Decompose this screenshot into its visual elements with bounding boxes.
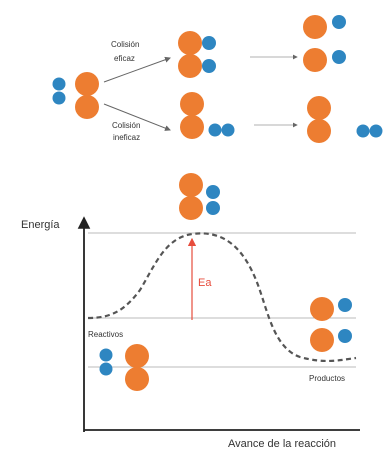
products-molecules [310,297,352,352]
blue-atom [356,124,370,138]
orange-atom [125,344,149,368]
blue-atom [332,50,346,64]
blue-atom [99,348,113,362]
blue-atom [99,362,113,376]
ineffective-collision-label-1: Colisión [112,121,140,130]
blue-atom [52,91,66,105]
blue-atom [332,15,346,29]
orange-atom [307,96,331,120]
blue-atom [206,201,220,215]
ineffective-collision-label-2: ineficaz [113,133,140,142]
blue-atom [208,123,222,137]
effective-collision-products [303,15,346,72]
orange-atom [179,173,203,197]
orange-atom [310,328,334,352]
blue-atom [221,123,235,137]
orange-atom [178,54,202,78]
orange-atom [310,297,334,321]
blue-atom [369,124,383,138]
orange-atom [180,92,204,116]
orange-atom [307,119,331,143]
effective-collision-complex [178,31,216,78]
blue-atom [202,59,216,73]
products-label: Productos [309,374,345,383]
blue-atom [52,77,66,91]
ineffective-collision-molecules [180,92,235,139]
orange-atom [125,367,149,391]
blue-atom [206,185,220,199]
activation-energy-label: Ea [198,277,212,289]
orange-atom [303,15,327,39]
blue-atom [338,298,352,312]
activated-complex [179,173,220,220]
orange-atom [178,31,202,55]
orange-atom [179,196,203,220]
reactants-label: Reactivos [88,330,123,339]
blue-atom [202,36,216,50]
x-axis-label: Avance de la reacción [228,438,336,450]
orange-atom [303,48,327,72]
effective-collision-label-1: Colisión [111,40,139,49]
effective-branch-arrow [103,56,171,83]
orange-atom [75,72,99,96]
orange-atom [75,95,99,119]
ineffective-collision-result [307,96,383,143]
y-axis-label: Energía [21,219,60,231]
energy-profile-curve [87,232,357,363]
orange-atom [180,115,204,139]
effective-collision-label-2: eficaz [114,54,135,63]
initial-reactants-molecules [52,72,99,119]
blue-atom [338,329,352,343]
reactants-molecules [99,344,149,391]
ineffective-branch-arrow [103,103,171,131]
